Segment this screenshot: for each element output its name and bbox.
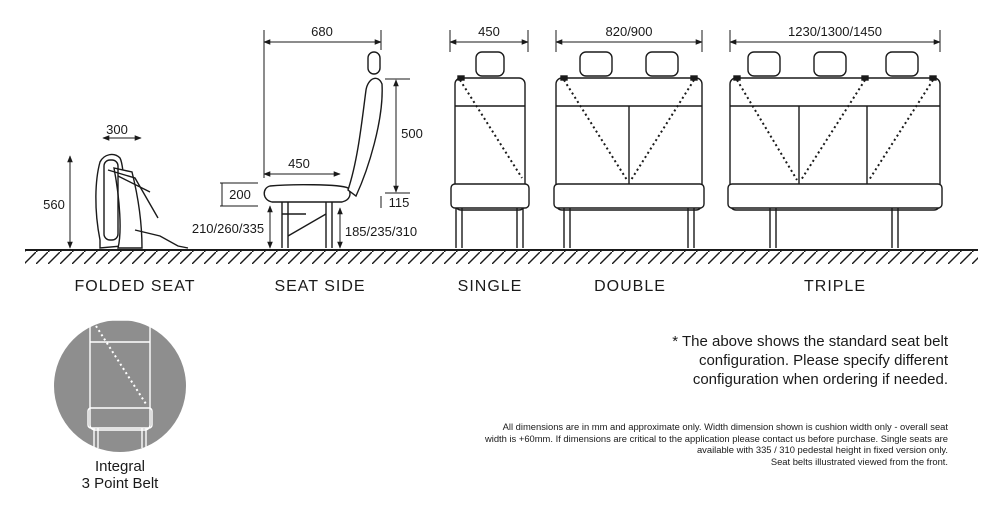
double-width-dimension: 820/900 (555, 24, 703, 52)
double-label: DOUBLE (594, 278, 666, 295)
double-width-value: 820/900 (606, 24, 653, 39)
single-seat-drawing (450, 51, 530, 248)
side-overall-depth-value: 680 (311, 24, 333, 39)
disclaimer-line: All dimensions are in mm and approximate… (502, 421, 948, 432)
folded-seat-drawing (95, 153, 189, 249)
disclaimer-line: available with 335 / 310 pedestal height… (696, 444, 948, 456)
integral-belt-caption: Integral 3 Point Belt (60, 458, 180, 492)
side-cushion-depth-dimension: 450 (263, 156, 341, 177)
disclaimer-line: width is +60mm. If dimensions are critic… (484, 432, 948, 444)
seat-side-label: SEAT SIDE (274, 278, 366, 295)
folded-height-value: 560 (43, 197, 65, 212)
integral-belt-badge (54, 319, 186, 452)
side-rear-height-dimension: 185/235/310 (337, 207, 417, 249)
belt-note-line: configuration when ordering if needed. (692, 371, 948, 388)
side-overall-depth-dimension: 680 (263, 24, 382, 178)
side-cushion-thickness-dimension: 200 (220, 182, 258, 207)
double-seat-drawing (553, 51, 705, 248)
belt-configuration-note: * The above shows the standard seat belt… (628, 332, 948, 389)
triple-width-dimension: 1230/1300/1450 (729, 24, 941, 52)
dimensions-disclaimer: All dimensions are in mm and approximate… (408, 421, 948, 467)
triple-seat-drawing (727, 51, 943, 248)
side-offset-value: 115 (389, 195, 410, 210)
side-front-height-value: 210/260/335 (192, 221, 264, 236)
single-width-value: 450 (478, 24, 500, 39)
disclaimer-line: Seat belts illustrated viewed from the f… (770, 455, 948, 467)
belt-note-line: * The above shows the standard seat belt (672, 333, 948, 350)
ground (25, 249, 978, 264)
side-backrest-height-dimension: 500 (385, 78, 423, 194)
single-label: SINGLE (457, 278, 523, 295)
folded-width-value: 300 (106, 122, 128, 137)
side-front-height-dimension: 210/260/335 (192, 205, 273, 249)
triple-label: TRIPLE (803, 278, 866, 295)
side-seat-drawing (263, 51, 383, 248)
side-backrest-height-value: 500 (401, 126, 423, 141)
side-cushion-thickness-value: 200 (229, 187, 251, 202)
folded-seat-label: FOLDED SEAT (74, 278, 196, 295)
belt-note-line: configuration. Please specify different (698, 352, 948, 369)
folded-height-dimension: 560 (43, 155, 73, 249)
side-cushion-depth-value: 450 (288, 156, 310, 171)
integral-belt-line2: 3 Point Belt (81, 475, 159, 492)
single-width-dimension: 450 (449, 24, 529, 52)
folded-width-dimension: 300 (102, 122, 142, 141)
side-rear-height-value: 185/235/310 (345, 224, 417, 239)
triple-width-value: 1230/1300/1450 (788, 24, 882, 39)
side-offset-dimension: 115 (380, 195, 410, 210)
integral-belt-line1: Integral (94, 458, 146, 475)
